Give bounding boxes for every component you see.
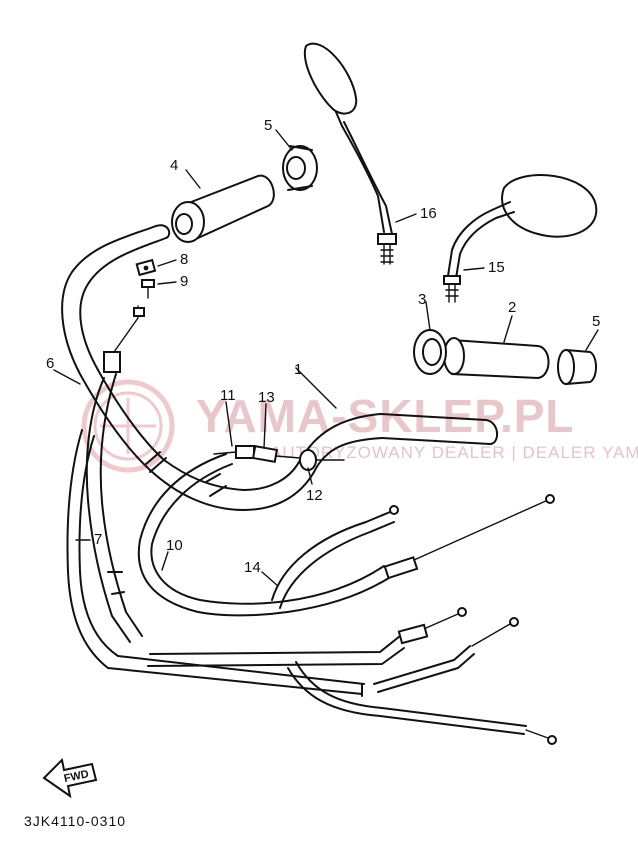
mirror-right[interactable] — [443, 174, 598, 303]
cable-7[interactable] — [66, 429, 365, 697]
cable-lower-1[interactable] — [147, 607, 467, 667]
callout-7: 7 — [94, 531, 102, 548]
callout-9: 9 — [180, 273, 188, 290]
cable-6[interactable] — [85, 305, 145, 643]
callout-12: 12 — [306, 487, 323, 504]
watermark: YAMA-SKLEP.PL AUTORYZOWANY DEALER | DEAL… — [81, 379, 638, 473]
callout-5-top: 5 — [264, 117, 272, 134]
cable-lower-3[interactable] — [287, 661, 557, 745]
callout-10: 10 — [166, 537, 183, 554]
fitting-8[interactable] — [135, 258, 157, 277]
drawing-code: 3JK4110-0310 — [24, 813, 126, 829]
cable-lower-2[interactable] — [373, 617, 519, 693]
mirror-left[interactable] — [303, 42, 397, 265]
callout-1: 1 — [294, 361, 302, 378]
callout-5-right: 5 — [592, 313, 600, 330]
grip-right[interactable] — [443, 337, 550, 380]
adjuster-13[interactable] — [251, 445, 301, 463]
callout-14: 14 — [244, 559, 261, 576]
grip-cap[interactable] — [413, 329, 447, 375]
callout-11: 11 — [220, 387, 236, 404]
callout-4: 4 — [170, 157, 178, 174]
leader-lines — [53, 129, 599, 587]
callout-3: 3 — [418, 291, 426, 308]
fwd-label: FWD — [63, 768, 90, 785]
callout-15: 15 — [488, 259, 505, 276]
grip-end-right[interactable] — [557, 348, 597, 386]
callout-6: 6 — [46, 355, 54, 372]
nut-12[interactable] — [299, 449, 345, 471]
callout-16: 16 — [420, 205, 437, 222]
forward-arrow-icon: FWD — [42, 757, 98, 799]
callout-labels: 1 2 3 4 5 5 6 7 8 9 10 11 12 13 14 15 16 — [46, 117, 600, 576]
cable-10[interactable] — [137, 453, 555, 617]
screw-9[interactable] — [141, 279, 155, 299]
watermark-logo-icon — [81, 379, 175, 473]
cable-14[interactable] — [271, 505, 399, 609]
callout-2: 2 — [508, 299, 516, 316]
callout-8: 8 — [180, 251, 188, 268]
cable-11[interactable] — [213, 445, 255, 459]
watermark-text: YAMA-SKLEP.PL — [196, 390, 575, 442]
callout-13: 13 — [258, 389, 275, 406]
watermark-subtext: AUTORYZOWANY DEALER | DEALER YAMAHA — [270, 443, 638, 462]
grip-end-top[interactable] — [282, 145, 318, 191]
grip-left[interactable] — [171, 174, 275, 243]
